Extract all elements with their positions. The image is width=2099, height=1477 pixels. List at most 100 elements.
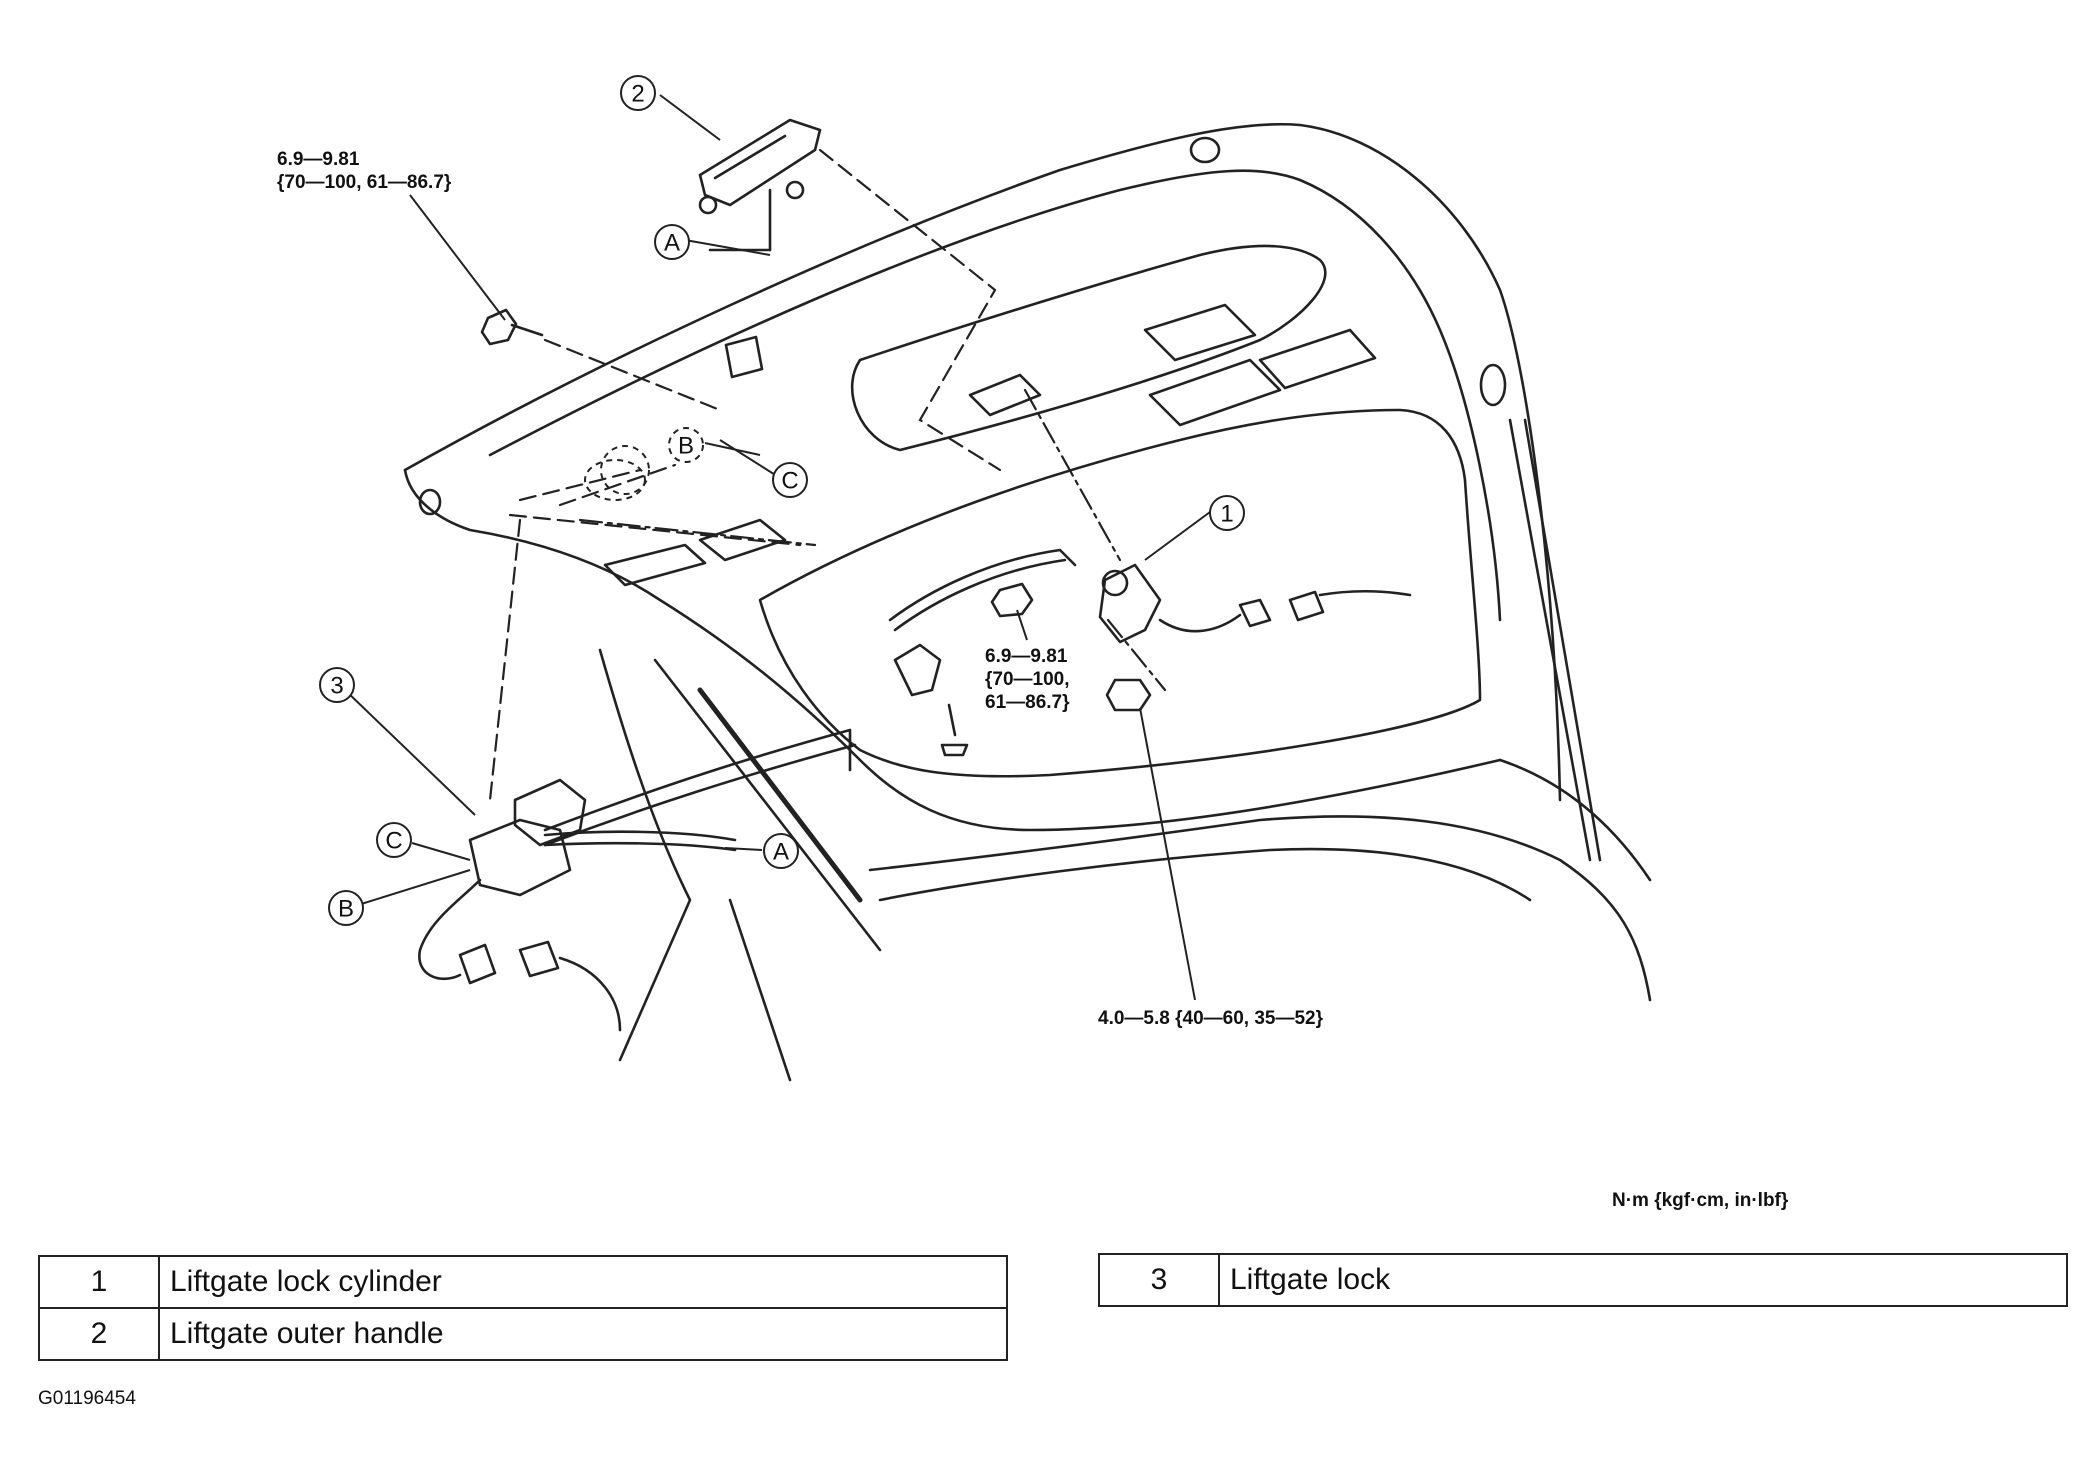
opening-6 [968,373,1042,417]
torque-spec-line: 6.9—9.81 [985,646,1068,667]
upper-rod [888,548,1077,622]
upper-rod-2 [893,558,1067,632]
leader-b-mid [704,442,761,456]
callout-label-b-mid: B [678,433,694,460]
outer-handle [698,118,822,207]
lock-rod-a-2 [543,841,737,852]
legend-table-left: 1 Liftgate lock cylinder 2 Liftgate oute… [38,1255,1008,1361]
dashdot-lock-cylinder [1023,388,1122,562]
lock-cylinder-face [1101,569,1129,597]
lock-rod-a [543,830,737,842]
liftgate-lock-wire [418,878,482,981]
leader-callout-1 [1144,511,1211,561]
opening-3 [1258,328,1377,390]
callout-label-a-top: A [664,230,680,257]
torque-spec-cylinder-nut: 4.0—5.8 {40—60, 35—52} [1098,1008,1323,1029]
leader-a-right [724,847,763,851]
legend-label: Liftgate outer handle [158,1307,1008,1361]
callout-label-3: 3 [330,673,343,700]
callout-circle-1 [1209,495,1245,531]
dash-b-left [558,463,677,507]
lock-cylinder-wire [1158,613,1242,633]
screw-lower [947,703,957,737]
liftgate-outer-outline [403,122,1562,802]
leader-callout-2 [659,94,721,141]
screw-lower-head [940,743,969,757]
callout-label-b-left: B [338,896,354,923]
torque-spec-line: 61—86.7} [985,692,1070,713]
torque-spec-handle-bolt: 6.9—9.81 {70—100, 61—86.7} [277,148,451,194]
legend-label: Liftgate lock cylinder [158,1255,1008,1309]
callout-label-c-left: C [385,828,402,855]
leader-c-mid [719,439,781,479]
outer-handle-stud-2 [785,180,805,200]
leader-b-left [357,869,471,906]
leader-callout-3 [344,689,476,816]
dash-handle-to-gate [818,148,1002,472]
callout-label-1: 1 [1220,501,1233,528]
lock-cylinder-connector-1 [1238,598,1272,628]
strut-right-2 [1523,418,1602,862]
legend-row: 3 Liftgate lock [1098,1253,2068,1307]
bumper-stop-top [1189,136,1221,164]
rear-frame-left [598,648,692,1062]
dash-b-left-2 [518,468,642,502]
liftgate-lock-connector-2 [518,940,560,978]
torque-spec-line: 6.9—9.81 [277,149,360,170]
bracket-lower [893,643,942,697]
lock-cylinder-connector-2 [1288,590,1325,622]
legend-label: Liftgate lock [1218,1253,2068,1307]
opening-1 [1143,303,1257,362]
legend-number: 2 [38,1307,160,1361]
rear-frame-right [1498,758,1652,882]
liftgate-inner-edge [488,169,1502,622]
legend-table-right: 3 Liftgate lock [1098,1253,2068,1307]
callout-circle-a-right [763,833,799,869]
liftgate-lock-actuator [513,778,587,847]
figure-id: G01196454 [38,1388,136,1409]
lock-cylinder-body [1098,563,1162,644]
legend-number: 3 [1098,1253,1220,1307]
callout-label-a-right: A [773,839,789,866]
strut-left-rod [697,687,863,903]
leader-torque-2 [1016,609,1028,641]
liftgate-lock-connector-1 [458,943,497,985]
bolt-handle-upper [480,308,518,346]
legend-row: 2 Liftgate outer handle [38,1307,1008,1361]
callout-circle-c-left [376,822,412,858]
callout-circle-a-top [654,224,690,260]
callout-circle-c-mid [772,462,808,498]
bumper-stop-left [418,488,442,516]
callout-circle-2 [620,75,656,111]
callout-circle-b-mid [668,427,704,463]
leader-a-top [684,239,771,256]
rear-frame-lower [868,815,1652,1002]
bolt-handle-upper-shank [510,323,544,337]
lower-rod-2 [543,743,857,847]
lock-cylinder-wire-2 [1318,589,1412,597]
strut-right-mount [1479,363,1507,407]
legend-row: 1 Liftgate lock cylinder [38,1255,1008,1309]
callout-label-2: 2 [631,81,644,108]
dashed-ellipse-b-location [600,445,650,495]
torque-spec-line: {70—100, 61—86.7} [277,172,452,193]
legend-number: 1 [38,1255,160,1309]
torque-spec-line: {70—100, [985,669,1070,690]
callout-circle-3 [319,667,355,703]
dash-b-to-lock [488,518,522,802]
callout-circle-b-left [328,890,364,926]
inner-panel-recess [758,408,1482,778]
strut-left [653,658,882,952]
opening-2 [1148,358,1282,427]
lower-rod [543,728,852,832]
square-hole [724,335,764,379]
dashed-ellipse-c-location [584,459,646,501]
leader-torque-3 [1139,707,1196,1001]
outer-handle-rod-bracket [708,188,772,252]
liftgate-lower-edge [403,468,1502,832]
opening-5 [603,543,707,587]
dash-bolt-to-b [543,338,722,412]
liftgate-lock-wire-2 [558,956,622,1032]
dashdot-nut [1106,618,1167,692]
leader-torque-1 [409,194,506,321]
